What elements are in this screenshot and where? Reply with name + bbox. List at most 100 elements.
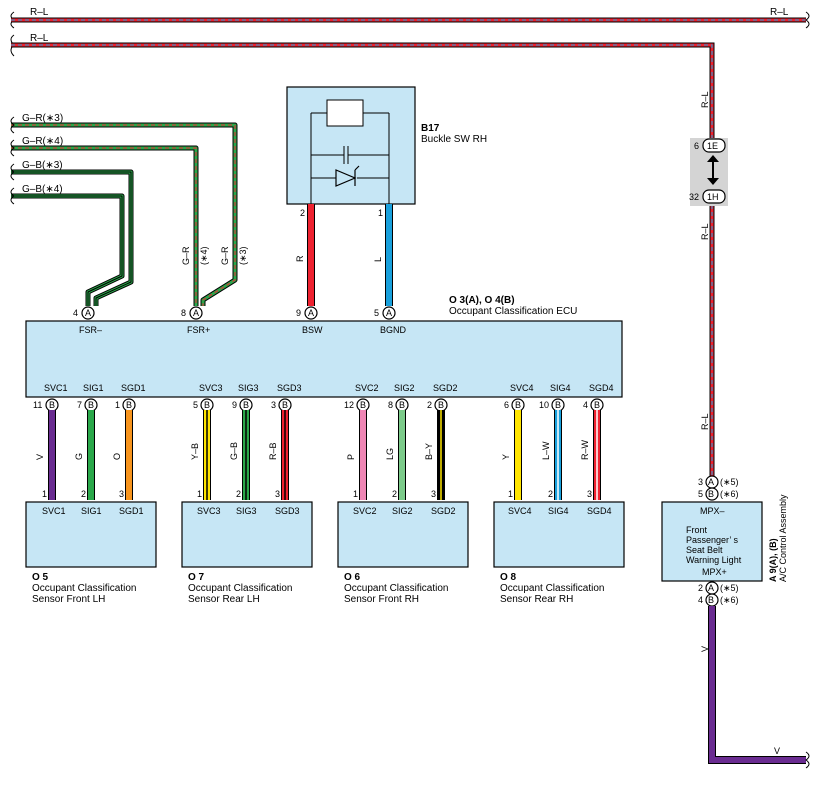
ecu-top-pin-conn: A <box>85 308 91 318</box>
sensor-pin-label: SIG3 <box>236 506 257 516</box>
sensor-pin-num: 2 <box>236 489 241 499</box>
sensor-pin-label: SVC2 <box>353 506 377 516</box>
left-wire-label-3: G–B(∗3) <box>22 160 63 171</box>
ac-bottom-pins: 2 A (∗5) 4 B (∗6) <box>698 581 739 607</box>
ecu-top-pin-conn: A <box>386 308 392 318</box>
sensor-wire-label: G <box>74 453 84 460</box>
ac-top-pin-1-conn: A <box>708 477 714 487</box>
ecu-bottom-pin-conn: B <box>594 400 600 410</box>
ecu-bottom-pin-conn: B <box>126 400 132 410</box>
ecu-bottom-pins: SVC1B11SIG1B7SGD1B1SVC3B5SIG3B9SGD3B3SVC… <box>33 383 614 412</box>
ecu-bottom-pin-num: 7 <box>77 400 82 410</box>
fsr-wire-label-3: G–R <box>220 246 230 265</box>
sensor-name-line-2: Sensor Front LH <box>32 594 105 605</box>
b17-wires: R L <box>295 204 393 306</box>
ecu-bottom-pin-conn: B <box>282 400 288 410</box>
right-wire-labels: R–L R–L R–L V V <box>700 91 780 756</box>
ac-bottom-pin-1-num: 2 <box>698 583 703 593</box>
left-wire-label-1: G–R(∗3) <box>22 113 63 124</box>
sensor-name-line-2: Sensor Rear LH <box>188 594 260 605</box>
fsr-wire-label-1: G–R <box>181 246 191 265</box>
ecu-top-pin-4 <box>382 306 396 320</box>
ecu-bottom-pin-label: SGD1 <box>121 383 146 393</box>
sensor-name-line-2: Sensor Rear RH <box>500 594 573 605</box>
top-wire-1-right-label: R–L <box>770 7 789 18</box>
ac-text-line-3: Seat Belt <box>686 545 723 555</box>
sensor-wire-label: O <box>112 453 122 460</box>
ac-top-pin-2-conn: B <box>708 489 714 499</box>
sensor-name-line-1: Occupant Classification <box>32 583 137 594</box>
ecu-bottom-pin-label: SVC4 <box>510 383 534 393</box>
top-wire-2: R–L <box>10 33 715 476</box>
ac-name: A/C Control Assembly <box>778 494 788 582</box>
ecu-bottom-pin-label: SVC1 <box>44 383 68 393</box>
ac-top-pin-2-num: 5 <box>698 489 703 499</box>
ac-code: A 9(A), (B) <box>768 538 778 582</box>
b17-wire-left-color: R <box>295 255 305 262</box>
left-wires: G–R(∗3) G–R(∗4) G–B(∗3) G–B(∗4) G–R (∗4)… <box>10 113 248 306</box>
sensor-wire-label: G–B <box>229 442 239 460</box>
sensor-wire-label: LG <box>385 448 395 460</box>
ecu-bottom-pin-conn: B <box>243 400 249 410</box>
ecu-top-pin-3 <box>304 306 318 320</box>
ecu-top-pin-2 <box>189 306 203 320</box>
b17-code: B17 <box>421 123 440 134</box>
sensor-pin-label: SVC3 <box>197 506 221 516</box>
ac-control-assembly: MPX– Front Passenger’ s Seat Belt Warnin… <box>661 494 788 582</box>
ecu-bottom-pin-label: SVC3 <box>199 383 223 393</box>
sensor-code: O 5 <box>32 572 49 583</box>
ac-pin-bottom-label: MPX+ <box>702 567 727 577</box>
sensor-pin-num: 3 <box>275 489 280 499</box>
sensor-wire-label: P <box>346 454 356 460</box>
ecu-bottom-pin-label: SGD4 <box>589 383 614 393</box>
b17-name: Buckle SW RH <box>421 134 487 145</box>
junction-top-label: 1E <box>707 141 718 151</box>
ecu-bottom-pin-num: 4 <box>583 400 588 410</box>
ecu-bottom-pin-num: 12 <box>344 400 354 410</box>
ac-v-wire <box>708 606 810 769</box>
ecu-bottom-pin-conn: B <box>360 400 366 410</box>
right-wire-label-2: R–L <box>700 223 710 240</box>
sensor-box <box>181 501 313 568</box>
ac-top-pin-2-note: (∗6) <box>720 489 739 499</box>
occupant-classification-ecu: O 3(A), O 4(B) Occupant Classification E… <box>25 295 623 398</box>
junction-bottom-label: 1H <box>707 192 719 202</box>
right-wire-label-3: R–L <box>700 413 710 430</box>
sensor-pin-num: 2 <box>81 489 86 499</box>
ecu-top-pin-num: 8 <box>181 308 186 318</box>
ac-top-pin-1-note: (∗5) <box>720 477 739 487</box>
sensor-wire-label: Y–B <box>190 443 200 460</box>
sensor-pin-label: SGD4 <box>587 506 612 516</box>
ac-bottom-pin-2-num: 4 <box>698 595 703 605</box>
fsr-wire-label-2: (∗4) <box>199 246 209 265</box>
sensor-pin-num: 2 <box>392 489 397 499</box>
sensor-pin-label: SIG4 <box>548 506 569 516</box>
ecu-top-pin-label: BGND <box>380 325 407 335</box>
sensor-pin-num: 3 <box>587 489 592 499</box>
fsr-wire-label-4: (∗3) <box>238 246 248 265</box>
ecu-bottom-pin-num: 11 <box>33 400 42 410</box>
ecu-bottom-pin-conn: B <box>49 400 55 410</box>
b17-pin-left: 2 <box>300 208 305 218</box>
sensor-wire-label: Y <box>501 454 511 460</box>
sensor-pin-num: 1 <box>353 489 358 499</box>
sensor-code: O 8 <box>500 572 517 583</box>
ecu-bottom-pin-label: SIG2 <box>394 383 415 393</box>
ac-bottom-pin-1-note: (∗5) <box>720 583 739 593</box>
junction-bottom-num: 32 <box>689 192 699 202</box>
sensor-wire-label: R–B <box>268 442 278 460</box>
ecu-bottom-pin-num: 5 <box>193 400 198 410</box>
ecu-top-pin-label: FSR– <box>79 325 102 335</box>
b17-pin-right: 1 <box>378 208 383 218</box>
sensor-name-line-2: Sensor Front RH <box>344 594 419 605</box>
ecu-code: O 3(A), O 4(B) <box>449 295 515 306</box>
ac-pin-top-label: MPX– <box>700 506 725 516</box>
ecu-bottom-pin-num: 9 <box>232 400 237 410</box>
sensor-pin-num: 3 <box>431 489 436 499</box>
sensor-name-line-1: Occupant Classification <box>188 583 293 594</box>
